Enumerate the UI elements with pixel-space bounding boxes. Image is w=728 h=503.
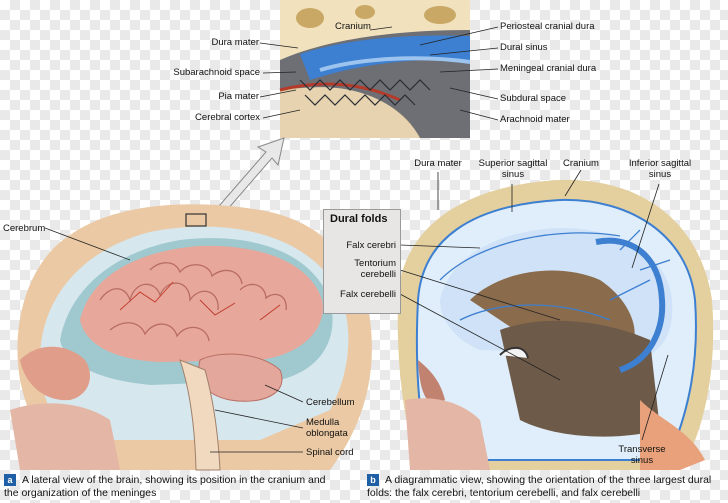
- label-cerebellum: Cerebellum: [306, 397, 355, 408]
- dural-folds-legend: Dural folds: [323, 209, 401, 314]
- label-superior-sagittal-sinus: Superior sagittal sinus: [478, 158, 548, 180]
- label-falx-cerebelli: Falx cerebelli: [340, 289, 396, 300]
- label-cerebrum: Cerebrum: [3, 223, 46, 234]
- caption-a-badge: a: [4, 474, 16, 486]
- label-subdural-space: Subdural space: [500, 93, 567, 104]
- label-periosteal-cranial-dura: Periosteal cranial dura: [500, 21, 595, 32]
- label-pia-mater: Pia mater: [218, 91, 259, 102]
- dural-folds-title: Dural folds: [330, 213, 388, 225]
- caption-a-text: A lateral view of the brain, showing its…: [4, 474, 326, 499]
- label-tentorium-cerebelli: Tentorium cerebelli: [354, 258, 396, 280]
- caption-b-text: A diagrammatic view, showing the orienta…: [367, 474, 712, 499]
- label-inferior-sagittal-sinus: Inferior sagittal sinus: [628, 158, 692, 180]
- dural-folds-view: [397, 179, 714, 470]
- label-spinal-cord: Spinal cord: [306, 447, 354, 458]
- label-medulla-oblongata: Medulla oblongata: [306, 417, 348, 439]
- lateral-brain-view: [10, 204, 372, 471]
- label-cranium-b: Cranium: [563, 158, 599, 169]
- label-cerebral-cortex: Cerebral cortex: [195, 112, 260, 123]
- label-dural-sinus: Dural sinus: [500, 42, 548, 53]
- label-subarachnoid-space: Subarachnoid space: [173, 67, 260, 78]
- label-dura-mater: Dura mater: [211, 37, 259, 48]
- label-cranium-inset: Cranium: [335, 21, 371, 32]
- label-transverse-sinus: Transverse sinus: [618, 444, 666, 466]
- label-arachnoid-mater: Arachnoid mater: [500, 114, 570, 125]
- label-falx-cerebri: Falx cerebri: [346, 240, 396, 251]
- label-meningeal-cranial-dura: Meningeal cranial dura: [500, 63, 597, 74]
- meninges-inset: [279, 0, 471, 138]
- caption-b-badge: b: [367, 474, 379, 486]
- label-dura-mater-b: Dura mater: [414, 158, 462, 169]
